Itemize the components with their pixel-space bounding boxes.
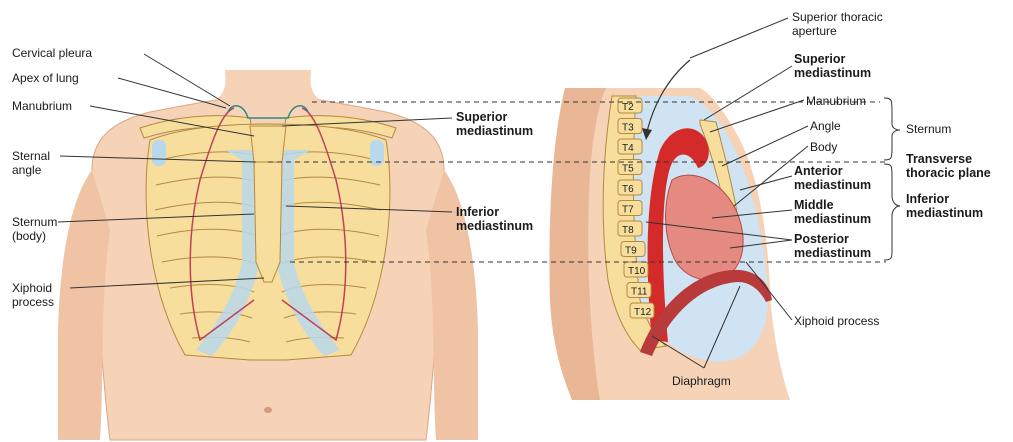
navel bbox=[264, 407, 272, 413]
vertebra-label-t10: T10 bbox=[628, 266, 646, 277]
vertebra-label-t3: T3 bbox=[622, 123, 634, 134]
label-transverse-thoracic-plane: Transverse thoracic plane bbox=[906, 152, 991, 180]
sternum-bracket bbox=[884, 98, 900, 160]
label-diaphragm: Diaphragm bbox=[672, 374, 731, 388]
vertebra-label-t12: T12 bbox=[634, 307, 652, 318]
label-cervical-pleura: Cervical pleura bbox=[12, 46, 92, 60]
brackets bbox=[884, 98, 900, 260]
vertebra-label-t11: T11 bbox=[631, 287, 648, 298]
label-middle-mediastinum: Middle mediastinum bbox=[794, 198, 871, 226]
label-superior-mediastinum-right: Superior mediastinum bbox=[794, 52, 871, 80]
label-posterior-mediastinum: Posterior mediastinum bbox=[794, 232, 871, 260]
label-angle: Angle bbox=[810, 119, 841, 133]
label-sternal-angle: Sternal angle bbox=[12, 149, 50, 177]
label-body: Body bbox=[810, 140, 837, 154]
neck bbox=[216, 70, 320, 100]
rib-cage bbox=[140, 106, 396, 360]
label-xiphoid-process-right: Xiphoid process bbox=[794, 314, 879, 328]
lateral-figure bbox=[550, 60, 790, 400]
vertebra-label-t9: T9 bbox=[625, 246, 637, 257]
label-inferior-mediastinum-left: Inferior mediastinum bbox=[456, 205, 533, 233]
label-superior-mediastinum-left: Superior mediastinum bbox=[456, 110, 533, 138]
label-inferior-mediastinum-right: Inferior mediastinum bbox=[906, 192, 983, 220]
label-sternum-body: Sternum (body) bbox=[12, 215, 57, 243]
vertebra-label-t4: T4 bbox=[622, 143, 634, 154]
left-arm bbox=[58, 170, 110, 440]
label-anterior-mediastinum: Anterior mediastinum bbox=[794, 164, 871, 192]
label-superior-thoracic-aperture: Superior thoracic aperture bbox=[792, 10, 883, 38]
vertebra-label-t6: T6 bbox=[622, 184, 634, 195]
inferior-bracket bbox=[884, 164, 900, 260]
label-manubrium-left: Manubrium bbox=[12, 99, 72, 113]
shoulder-cartilage-left bbox=[152, 140, 166, 166]
vertebra-label-t8: T8 bbox=[622, 225, 634, 236]
label-xiphoid-process-left: Xiphoid process bbox=[12, 281, 54, 309]
vertebra-label-t7: T7 bbox=[622, 205, 634, 216]
vertebra-label-t2: T2 bbox=[622, 102, 634, 113]
label-sternum: Sternum bbox=[906, 122, 951, 136]
vertebra-label-t5: T5 bbox=[622, 164, 634, 175]
label-apex-of-lung: Apex of lung bbox=[12, 71, 79, 85]
label-manubrium-right: Manubrium bbox=[806, 94, 866, 108]
